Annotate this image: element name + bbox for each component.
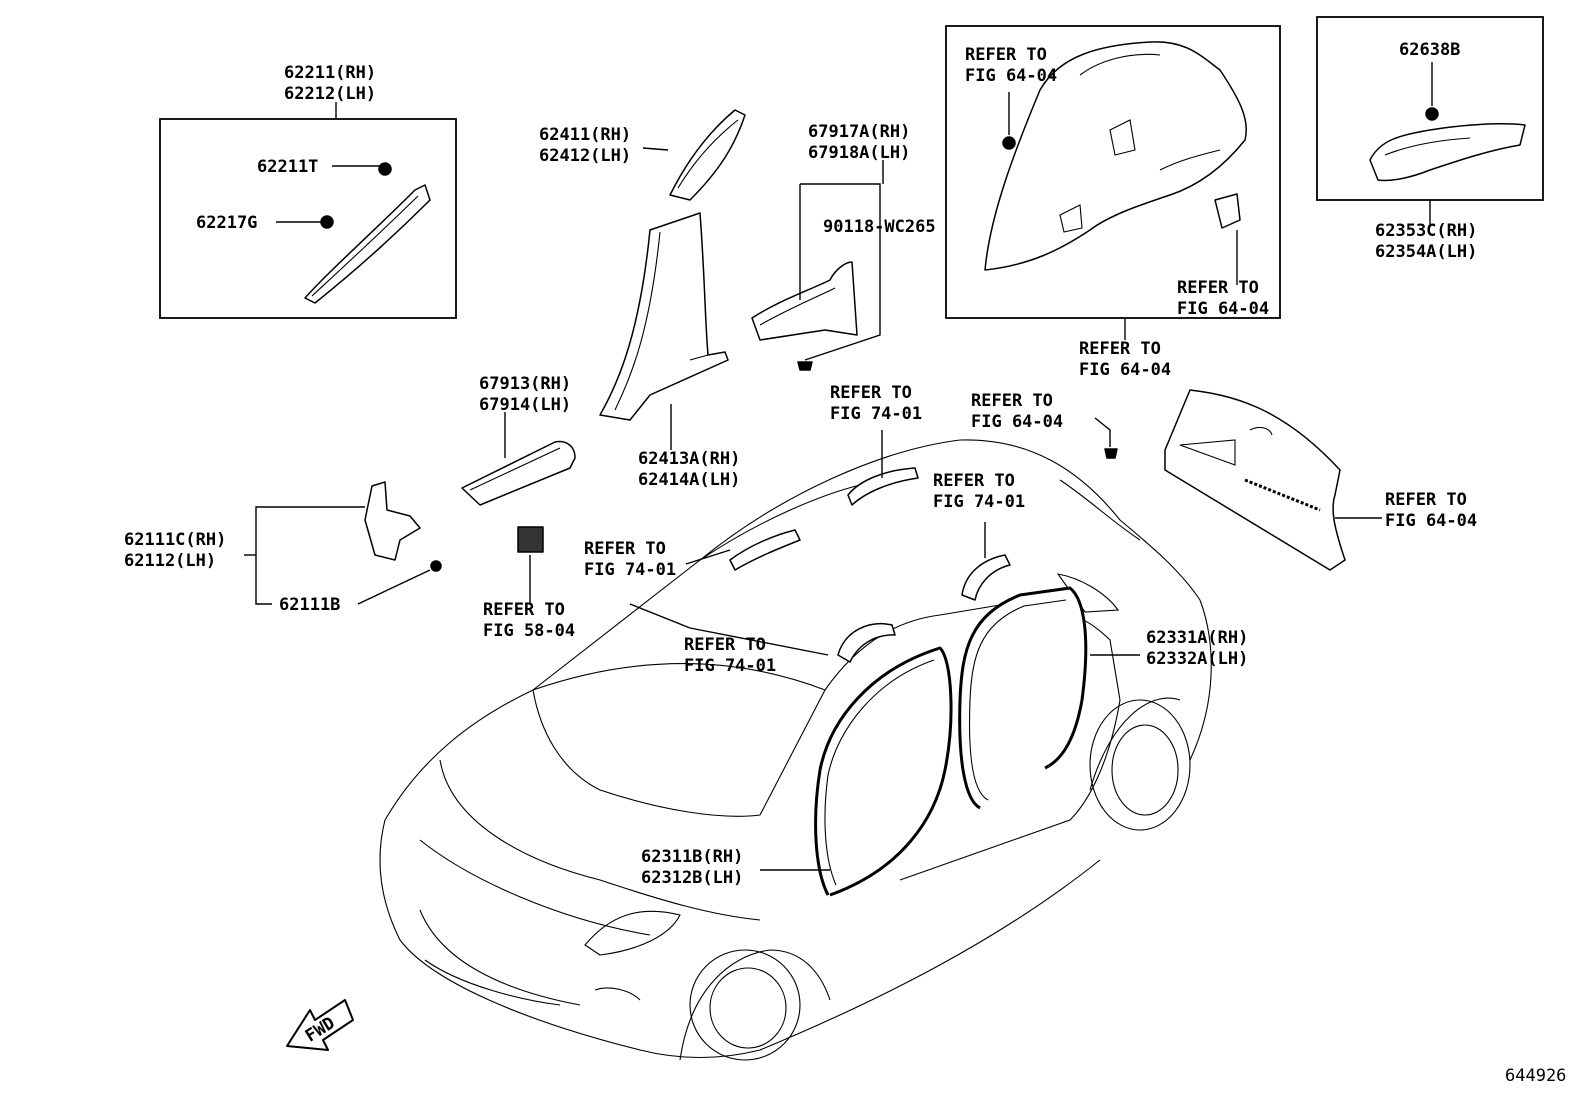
connector-58-04-icon [517,526,544,553]
rear-seat-side-cover [1369,123,1526,182]
label-62353c: 62353C(RH) [1375,221,1477,241]
box-quarter-trim-group [945,25,1281,319]
label-refer-64-04-a1: REFER TO [965,45,1047,65]
label-62411: 62411(RH) [539,125,631,145]
label-refer-64-04-d1: REFER TO [971,391,1053,411]
label-refer-58-04-b: FIG 58-04 [483,621,575,641]
clip-64-04-lower-icon [1104,448,1118,459]
box-62211-group [159,118,457,319]
clip-62638b-icon [1425,107,1439,121]
label-62111c: 62111C(RH) [124,530,226,550]
b-pillar-lower-garnish [599,212,729,421]
label-62217g: 62217G [196,213,257,233]
label-refer-74-01-b1: REFER TO [684,635,766,655]
label-refer-74-01-a2: FIG 74-01 [584,560,676,580]
label-62354a: 62354A(LH) [1375,242,1477,262]
label-refer-74-01-b2: FIG 74-01 [684,656,776,676]
label-67914: 67914(LH) [479,395,571,415]
label-67918a: 67918A(LH) [808,143,910,163]
label-62211t: 62211T [257,157,318,177]
label-refer-64-04-e1: REFER TO [1385,490,1467,510]
label-62112: 62112(LH) [124,551,216,571]
label-62638b: 62638B [1399,40,1460,60]
label-refer-74-01-a1: REFER TO [584,539,666,559]
label-refer-64-04-c2: FIG 64-04 [1079,360,1171,380]
fwd-arrow-icon: FWD [286,999,354,1051]
label-refer-74-01-c2: FIG 74-01 [830,404,922,424]
label-refer-58-04-a: REFER TO [483,600,565,620]
label-refer-64-04-a2: FIG 64-04 [965,66,1057,86]
front-door-weatherstrip [814,646,953,897]
b-pillar-upper-garnish [669,109,746,201]
label-refer-64-04-b2: FIG 64-04 [1177,299,1269,319]
rear-door-scuff-plate [751,261,858,341]
diagram-id: 644926 [1505,1066,1566,1086]
label-90118: 90118-WC265 [823,217,936,237]
clip-64-04-icon [1002,136,1016,150]
clip-62211t-icon [378,162,392,176]
front-door-scuff-plate [461,440,576,506]
leader-lines [244,62,1433,871]
cover-64-04-icon [1214,193,1241,229]
rear-quarter-trim-panel [984,41,1247,271]
cowl-side-trim [364,481,421,561]
label-62311b: 62311B(RH) [641,847,743,867]
clip-62217g-icon [320,215,334,229]
label-refer-74-01-c1: REFER TO [830,383,912,403]
assist-grip-front-left [729,529,801,571]
label-62413a: 62413A(RH) [638,449,740,469]
label-refer-64-04-d2: FIG 64-04 [971,412,1063,432]
luggage-trim-panel [1164,389,1346,571]
label-62312b: 62312B(LH) [641,868,743,888]
label-62412: 62412(LH) [539,146,631,166]
clip-90118-icon [797,361,813,371]
rear-door-weatherstrip [958,586,1088,810]
a-pillar-garnish [304,184,431,304]
label-refer-64-04-e2: FIG 64-04 [1385,511,1477,531]
assist-grip-front-right [961,554,1011,601]
label-62212: 62212(LH) [284,84,376,104]
label-67913: 67913(RH) [479,374,571,394]
label-62331a: 62331A(RH) [1146,628,1248,648]
label-refer-64-04-c1: REFER TO [1079,339,1161,359]
assist-grip-rear-right [837,623,896,663]
assist-grip-rear-left [847,467,919,506]
label-62414a: 62414A(LH) [638,470,740,490]
label-refer-74-01-d2: FIG 74-01 [933,492,1025,512]
label-62332a: 62332A(LH) [1146,649,1248,669]
label-62111b: 62111B [279,595,340,615]
label-refer-64-04-b1: REFER TO [1177,278,1259,298]
clip-62111b-icon [430,560,442,572]
label-67917a: 67917A(RH) [808,122,910,142]
label-62211: 62211(RH) [284,63,376,83]
label-refer-74-01-d1: REFER TO [933,471,1015,491]
